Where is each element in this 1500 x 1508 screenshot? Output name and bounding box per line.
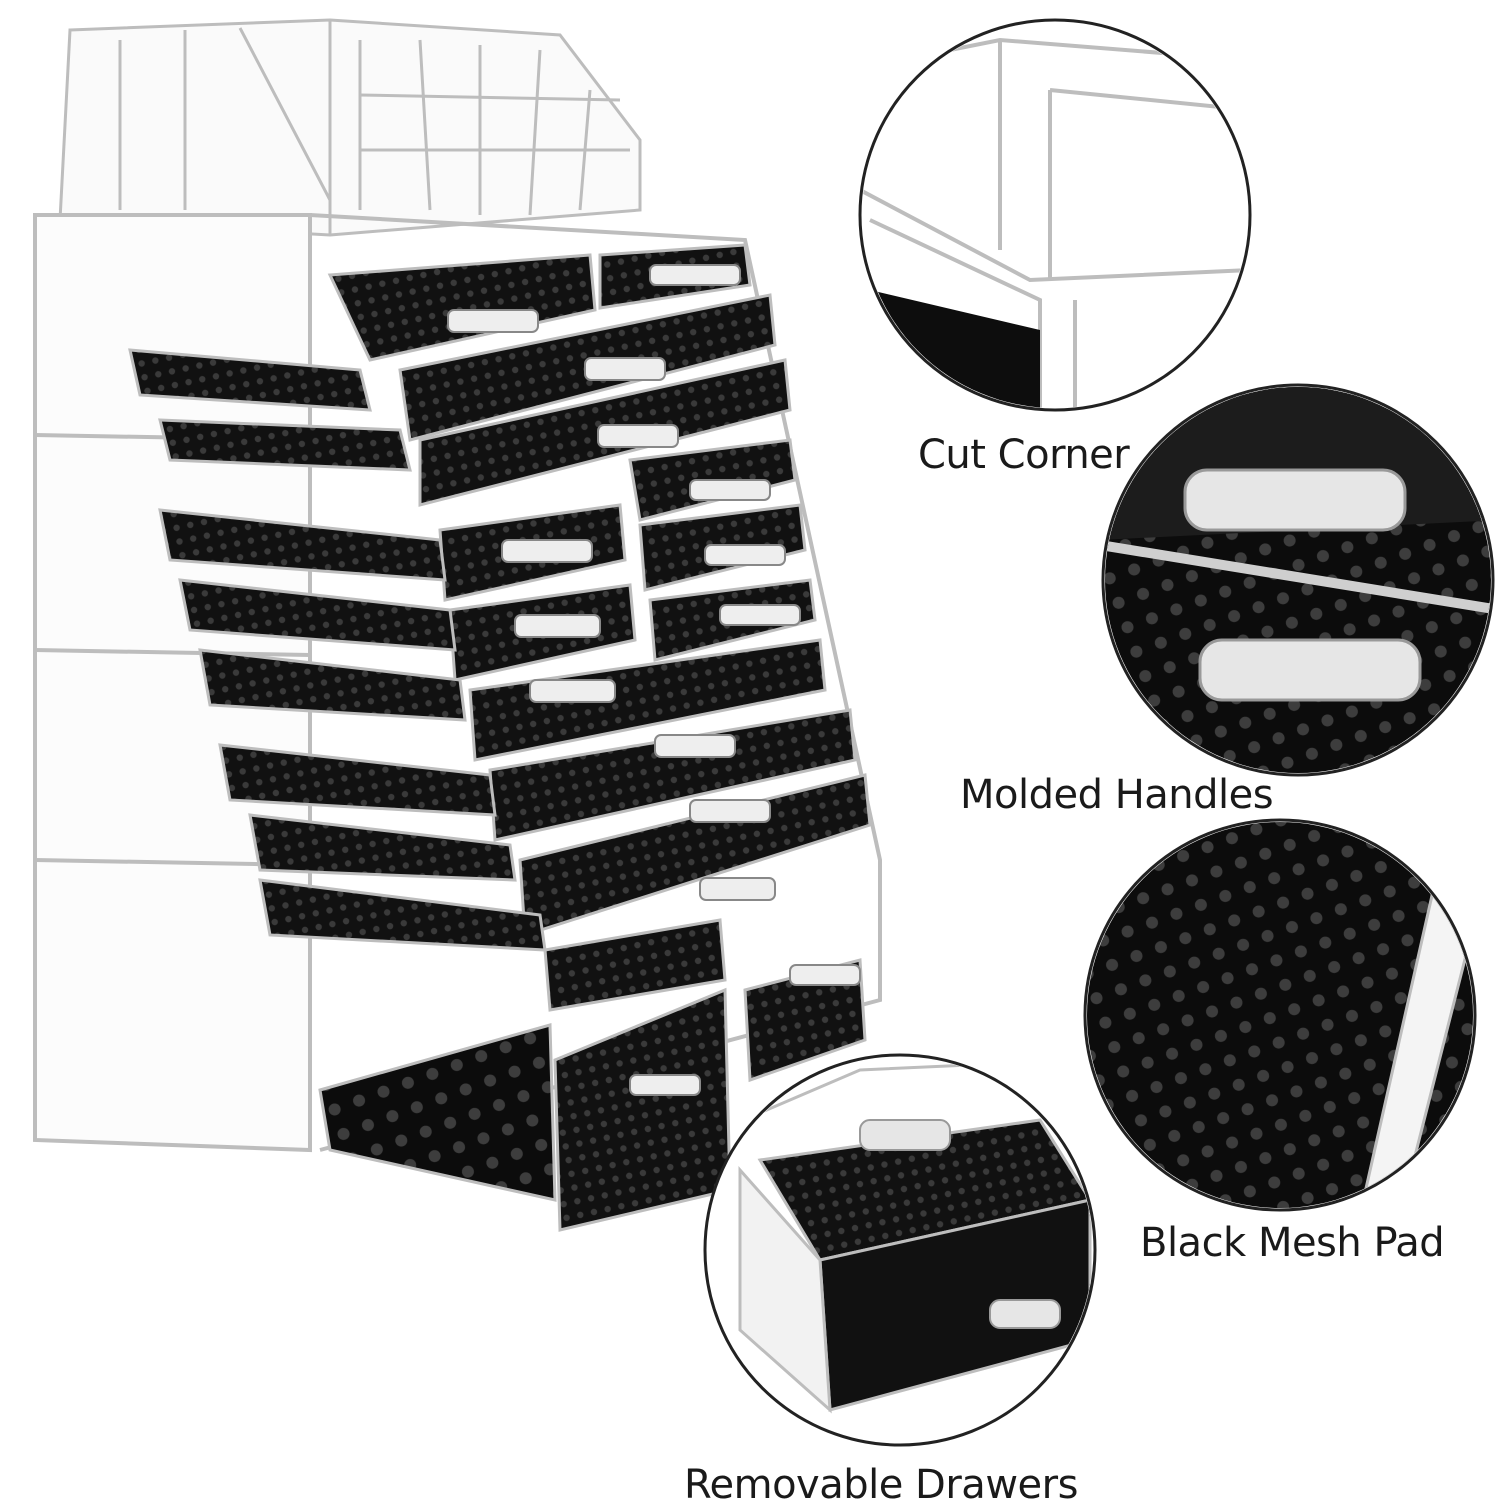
removable-drawers-detail [703, 1053, 1097, 1447]
cut-corner-detail [858, 18, 1252, 412]
top-holder [58, 18, 642, 237]
molded-handles-label: Molded Handles [960, 772, 1274, 818]
black-mesh-pad-label: Black Mesh Pad [1140, 1220, 1445, 1266]
cut-corner-label: Cut Corner [918, 432, 1130, 478]
black-mesh-pad-detail [1083, 818, 1477, 1212]
drawer-handles [447, 264, 861, 1096]
molded-handles-detail [1101, 383, 1495, 777]
removable-drawers-label: Removable Drawers [684, 1462, 1078, 1508]
